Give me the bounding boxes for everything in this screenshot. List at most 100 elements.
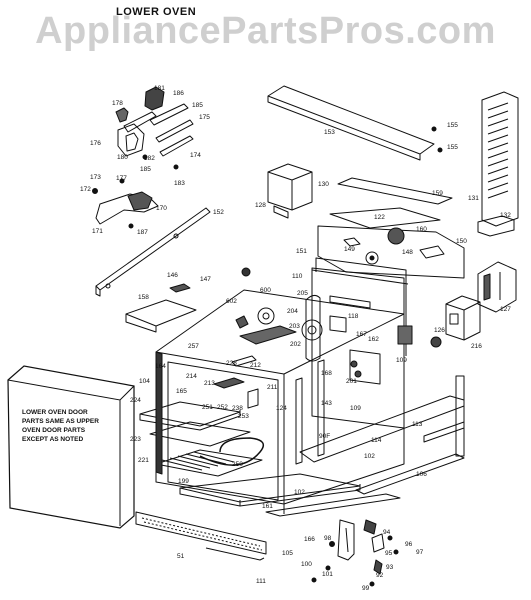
part-label: 93 (386, 564, 394, 571)
part-label: 106 (416, 471, 427, 478)
part-label: 100 (301, 561, 312, 568)
page-title: LOWER OVEN (116, 6, 197, 18)
hinge-assembly (92, 86, 194, 229)
part-label: 257 (188, 343, 199, 350)
part-label: 94 (383, 529, 391, 536)
watermark: AppliancePartsPros.com (35, 10, 496, 52)
part-label: 228 (226, 360, 237, 367)
base-pan-199 (179, 473, 401, 517)
part-label: 224 (130, 397, 141, 404)
rail-152 (95, 207, 211, 297)
part-label: 201 (346, 378, 357, 385)
toe-kick-trim (135, 511, 267, 561)
part-label: 161 (262, 503, 273, 510)
part-label: 221 (138, 457, 149, 464)
part-label: 159 (432, 190, 443, 197)
door-note: LOWER OVEN DOOR PARTS SAME AS UPPER OVEN… (22, 408, 112, 444)
part-label: 175 (199, 114, 210, 121)
part-label: 187 (137, 229, 148, 236)
part-label: 109 (350, 405, 361, 412)
part-label: 172 (80, 186, 91, 193)
door-note-line: OVEN DOOR PARTS (22, 427, 86, 434)
part-label: 110 (292, 273, 303, 280)
part-label: 96 (405, 541, 413, 548)
part-label: 238 (232, 405, 243, 412)
bracket-158 (125, 299, 197, 333)
part-label: 158 (138, 294, 149, 301)
part-label: 51 (177, 553, 185, 560)
part-label: 98 (324, 535, 332, 542)
part-label: 602 (226, 298, 237, 305)
part-label: 126 (434, 327, 445, 334)
part-label: 153 (324, 129, 335, 136)
part-label: 124 (276, 405, 287, 412)
part-label: 213 (204, 380, 215, 387)
bracket-132 (477, 215, 515, 237)
part-label: 183 (174, 180, 185, 187)
part-label: 90F (319, 433, 330, 440)
part-label: 152 (213, 209, 224, 216)
part-number-labels: 181 186 178 185 175 176 180 182 174 185 … (80, 85, 511, 592)
part-label: 165 (176, 388, 187, 395)
part-label: 92 (376, 572, 384, 579)
part-label: 167 (356, 331, 367, 338)
bracket-127 (477, 261, 517, 313)
part-label: 104 (139, 378, 150, 385)
part-label: 164 (155, 363, 166, 370)
vent-panel-131 (481, 91, 519, 227)
side-panel (311, 267, 413, 429)
part-label: 253 (238, 413, 249, 420)
part-label: 212 (250, 362, 261, 369)
door-latch-parts (311, 519, 399, 587)
knob-218 (430, 336, 442, 348)
part-label: 143 (321, 400, 332, 407)
part-label: 132 (500, 212, 511, 219)
part-label: 168 (321, 370, 332, 377)
part-label: 127 (500, 306, 511, 313)
part-label: 251 (202, 404, 213, 411)
part-label: 151 (296, 248, 307, 255)
part-label: 252 (217, 404, 228, 411)
part-label: 203 (289, 323, 300, 330)
part-label: 150 (456, 238, 467, 245)
part-label: 223 (130, 436, 141, 443)
part-label: 155 (447, 144, 458, 151)
part-label: 111 (256, 578, 266, 585)
part-label: 99 (362, 585, 370, 592)
lower-oven-door (7, 365, 135, 529)
part-label: 113 (412, 421, 423, 428)
plate-159 (337, 177, 453, 205)
part-label: 130 (318, 181, 329, 188)
part-label: 109 (396, 357, 407, 364)
part-label: 211 (267, 384, 278, 391)
part-label: 128 (255, 202, 266, 209)
part-label: 199 (178, 478, 189, 485)
latch-bracket-150 (317, 207, 465, 279)
clip-146 (169, 283, 191, 293)
part-label: 102 (294, 489, 305, 496)
part-label: 162 (368, 336, 379, 343)
part-label: 105 (282, 550, 293, 557)
part-label: 178 (112, 100, 123, 107)
part-label: 101 (322, 571, 333, 578)
part-label: 114 (371, 437, 382, 444)
part-label: 148 (402, 249, 413, 256)
part-label: 182 (144, 155, 155, 162)
part-label: 149 (344, 246, 355, 253)
part-label: 122 (374, 214, 385, 221)
part-label: 95 (385, 550, 393, 557)
part-label: 177 (116, 175, 127, 182)
part-label: 186 (173, 90, 184, 97)
part-label: 173 (90, 174, 101, 181)
box-130 (267, 163, 313, 219)
door-note-line: EXCEPT AS NOTED (22, 436, 84, 443)
part-label: 131 (468, 195, 479, 202)
part-label: 214 (186, 373, 197, 380)
part-label: 147 (200, 276, 211, 283)
part-label: 97 (416, 549, 424, 556)
part-label: 118 (348, 313, 359, 320)
part-label: 205 (297, 290, 308, 297)
part-label: 171 (92, 228, 103, 235)
